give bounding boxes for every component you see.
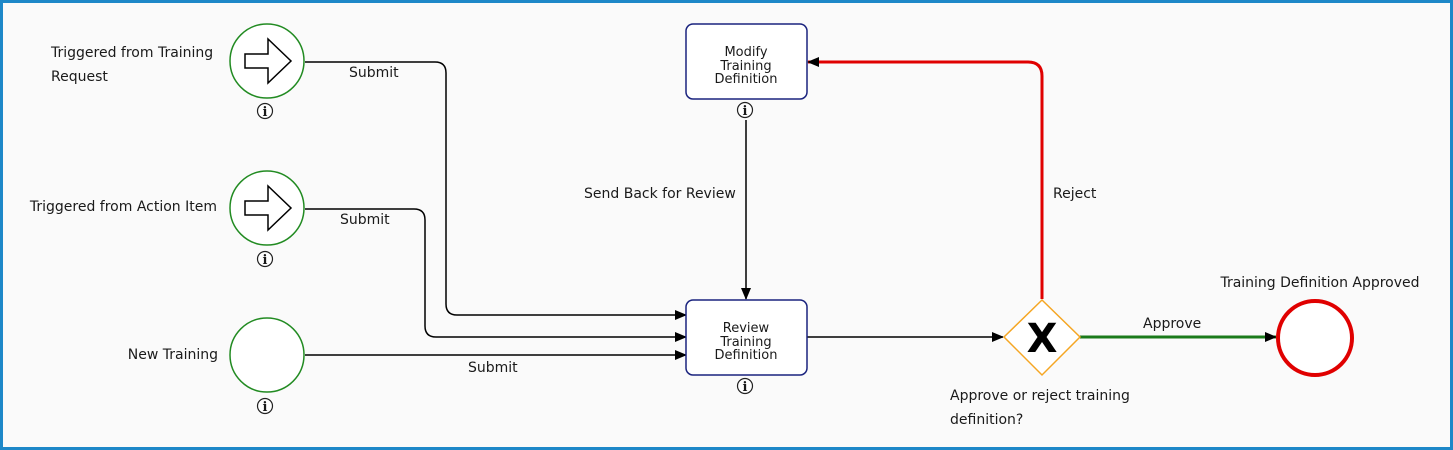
flow-label-submit-1: Submit: [349, 65, 399, 81]
svg-text:i: i: [263, 400, 268, 415]
svg-text:i: i: [743, 104, 748, 119]
task-modify-line3: Definition: [715, 72, 778, 87]
info-icon[interactable]: i: [256, 102, 274, 121]
task-review-line1: Review: [723, 321, 770, 336]
task-modify-training-definition[interactable]: Modify Training Definition: [685, 23, 808, 100]
arrow-right-icon: [244, 37, 293, 85]
start-event-action-item[interactable]: [229, 170, 305, 246]
svg-text:i: i: [743, 380, 748, 395]
flow-label-approve: Approve: [1143, 316, 1201, 332]
task-review-training-definition[interactable]: Review Training Definition: [685, 299, 808, 376]
flow-label-submit-2: Submit: [340, 212, 390, 228]
end-event-label: Training Definition Approved: [1219, 275, 1419, 291]
gateway-label-line1: Approve or reject training: [950, 388, 1130, 404]
svg-text:i: i: [263, 253, 268, 268]
start-event-new-training[interactable]: [229, 317, 305, 393]
end-event-training-approved[interactable]: [1276, 299, 1354, 377]
gateway-label-line2: definition?: [950, 412, 1023, 428]
task-modify-line1: Modify: [724, 45, 767, 60]
start-event-training-request[interactable]: [229, 23, 305, 99]
svg-text:i: i: [263, 105, 268, 120]
flow-label-reject: Reject: [1053, 186, 1097, 202]
flow-label-submit-3: Submit: [468, 360, 518, 376]
task-modify-line2: Training: [719, 59, 771, 74]
info-icon[interactable]: i: [256, 397, 274, 416]
start-event-label-3: New Training: [128, 347, 218, 363]
info-icon[interactable]: i: [736, 101, 754, 120]
gateway-x-marker: X: [1027, 316, 1058, 362]
flow-reject[interactable]: [807, 57, 1044, 299]
start-event-label-2: Triggered from Action Item: [29, 199, 217, 215]
exclusive-gateway[interactable]: X: [1002, 298, 1082, 377]
start-event-label-1-line2: Request: [51, 69, 108, 85]
info-icon[interactable]: i: [256, 250, 274, 269]
arrow-right-icon: [244, 184, 293, 232]
start-event-label-1-line1: Triggered from Training: [50, 45, 213, 61]
flow-start1-to-review[interactable]: [305, 61, 687, 320]
task-review-line2: Training: [719, 335, 771, 350]
task-review-line3: Definition: [715, 348, 778, 363]
info-icon[interactable]: i: [736, 377, 754, 396]
flow-label-send-back: Send Back for Review: [584, 186, 736, 202]
flow-start2-to-review[interactable]: [305, 208, 687, 342]
